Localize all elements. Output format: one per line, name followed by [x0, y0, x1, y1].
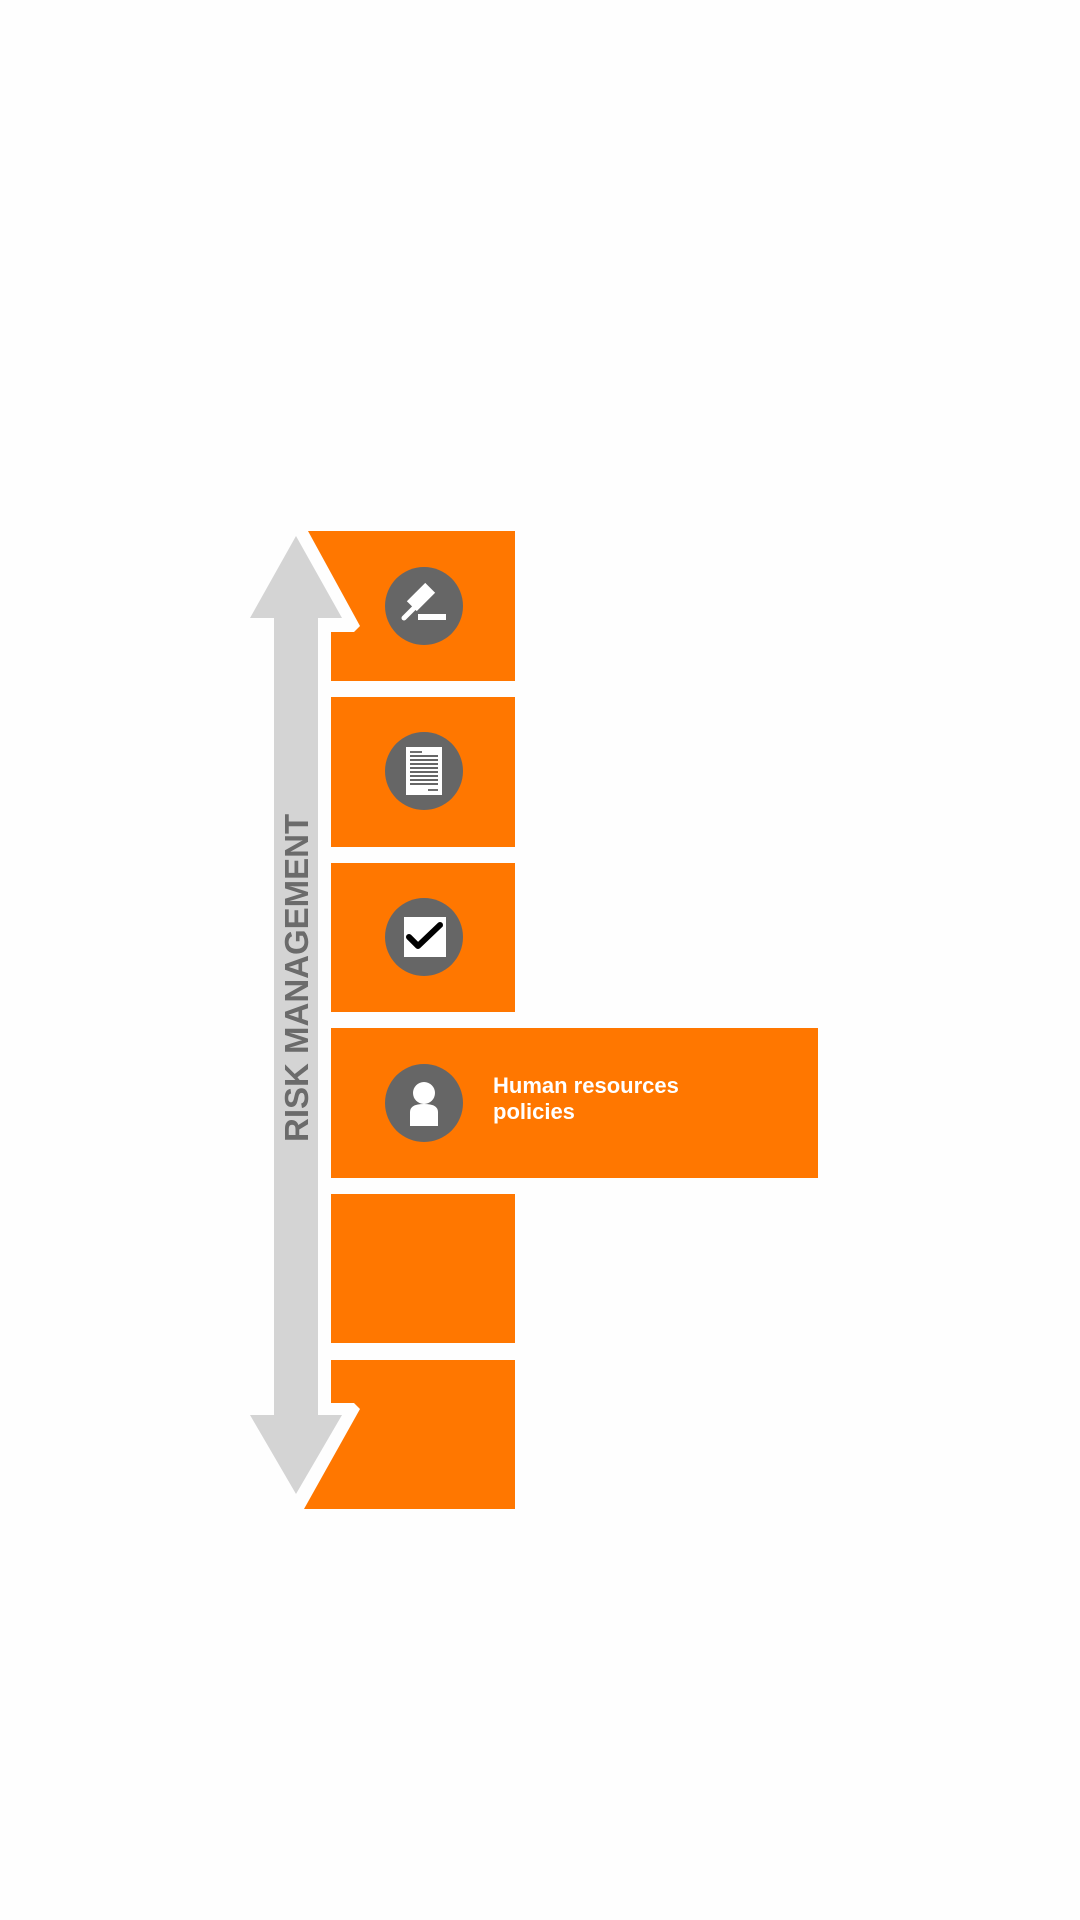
checkbox-icon	[385, 898, 463, 976]
person-icon	[385, 1064, 463, 1142]
document-icon	[385, 732, 463, 810]
human-resources-label: Human resources policies	[493, 1073, 679, 1125]
human-resources-label-line1: Human resources	[493, 1073, 679, 1098]
risk-axis-arrow	[250, 536, 342, 1494]
risk-axis-label: RISK MANAGEMENT	[278, 814, 315, 1142]
block-ethics[interactable]	[331, 1194, 515, 1343]
block-it-monitoring[interactable]	[304, 1360, 515, 1509]
human-resources-label-line2: policies	[493, 1099, 575, 1124]
gavel-icon	[385, 567, 463, 645]
